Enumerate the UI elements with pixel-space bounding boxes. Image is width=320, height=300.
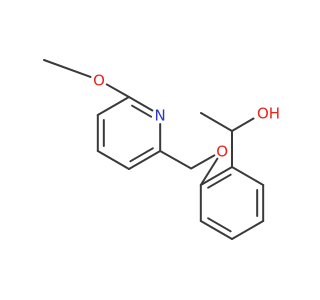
bond — [96, 96, 130, 116]
bond — [190, 154, 216, 170]
bond — [43, 59, 92, 78]
structure-diagram: O N O OH — [43, 59, 280, 240]
bond — [231, 220, 265, 240]
bond — [231, 117, 255, 132]
bond — [128, 96, 154, 112]
bond — [131, 104, 153, 118]
ether-oxygen-label: O — [216, 143, 228, 161]
pyridine-nitrogen-label: N — [155, 107, 166, 125]
bond — [199, 220, 233, 240]
bond — [207, 217, 232, 233]
bond — [129, 147, 154, 163]
bond — [200, 112, 233, 132]
bond — [207, 173, 232, 189]
atom-labels: O N O OH — [93, 72, 280, 161]
bond-lines — [43, 59, 265, 240]
bond — [128, 150, 162, 170]
bond — [199, 157, 219, 186]
bond — [105, 83, 130, 98]
hydroxyl-label: OH — [257, 105, 280, 123]
bond — [231, 166, 265, 186]
methoxy-oxygen-label: O — [93, 72, 105, 90]
bond — [199, 166, 233, 186]
bond — [96, 150, 130, 170]
bond — [159, 150, 193, 170]
